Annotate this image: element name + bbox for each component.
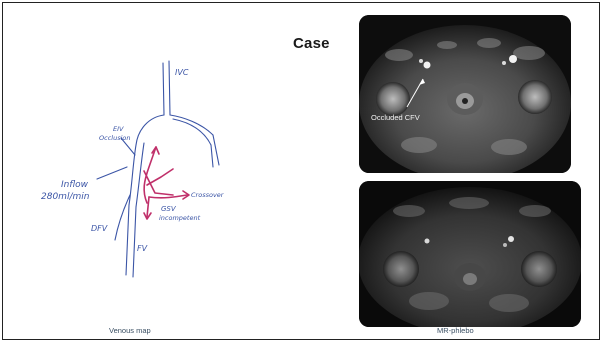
slide-title: Case	[293, 35, 330, 52]
mri-image-top: Occluded CFV	[359, 15, 571, 173]
mri-image-bottom	[359, 181, 581, 327]
femoral-vessel	[126, 145, 136, 275]
gsv-label-line2: incompetent	[159, 214, 201, 222]
dfv-label: DFV	[91, 224, 108, 233]
fv-label: FV	[137, 244, 148, 253]
crossover-path	[149, 195, 187, 198]
venous-map-sketch: IVC EIV Occlusion Inflow 280ml/min Cross…	[23, 45, 273, 317]
eiv-label-line2: Occlusion	[99, 134, 130, 142]
mr-phlebo-caption: MR-phlebo	[437, 326, 474, 335]
ivc-vessel	[163, 63, 164, 115]
slide: Case	[2, 2, 600, 340]
ivc-label: IVC	[175, 68, 189, 77]
crossover-label: Crossover	[191, 191, 225, 199]
eiv-label-line1: EIV	[113, 125, 124, 133]
venous-map-caption: Venous map	[109, 326, 151, 335]
inflow-label-line1: Inflow	[61, 180, 89, 190]
gsv-path	[147, 197, 149, 217]
occluded-cfv-annotation: Occluded CFV	[371, 113, 420, 122]
gsv-label-line1: GSV	[161, 205, 177, 213]
inflow-label-line2: 280ml/min	[41, 192, 90, 202]
